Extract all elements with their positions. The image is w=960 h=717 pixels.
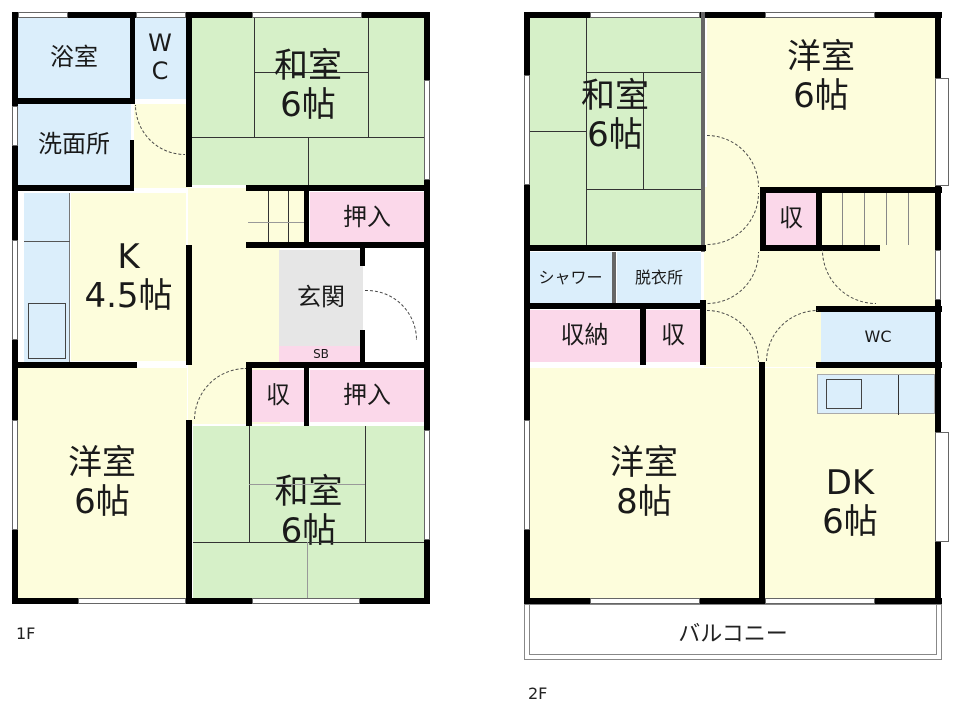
- room-youshitsu-2f-bottom: 洋室 8帖: [529, 368, 759, 598]
- room-wc-2f-name: WC: [864, 326, 892, 346]
- room-washitsu-top: 和室 6帖: [192, 17, 424, 185]
- room-storage-2f: 収: [646, 310, 700, 362]
- room-washitsu-bottom-size: 6帖: [280, 511, 337, 551]
- room-storage-1f: 収: [252, 370, 304, 422]
- room-kitchen-name: K: [117, 236, 140, 277]
- room-storage-small-2f-name: 収: [779, 204, 803, 233]
- room-washitsu-2f: 和室 6帖: [529, 17, 701, 245]
- room-wc-name-2: C: [151, 57, 169, 85]
- room-shower: シャワー: [529, 252, 612, 304]
- balcony-name: バルコニー: [678, 622, 788, 647]
- room-wc: W C: [134, 17, 186, 99]
- room-oshiire-top: 押入: [310, 192, 424, 244]
- room-dressing-name: 脱衣所: [634, 267, 683, 287]
- sink-icon: [28, 303, 66, 359]
- floor-label-1f: 1F: [16, 624, 36, 643]
- room-washitsu-2f-size: 6帖: [587, 115, 643, 155]
- dk-counter: [817, 374, 935, 415]
- room-dressing: 脱衣所: [617, 252, 701, 304]
- room-washroom-name: 洗面所: [38, 130, 110, 159]
- room-youshitsu-2f-bottom-name: 洋室: [610, 442, 678, 483]
- room-youshitsu-2f-bottom-size: 8帖: [616, 482, 672, 522]
- room-wc-name-1: W: [148, 29, 172, 58]
- room-closet-2f-name: 収納: [560, 321, 609, 350]
- room-oshiire-top-name: 押入: [343, 203, 391, 232]
- stove-icon: [826, 379, 862, 409]
- room-kitchen-size: 4.5帖: [84, 276, 173, 316]
- floor-label-2f: 2F: [528, 684, 548, 703]
- room-youshitsu-1f-name: 洋室: [68, 442, 136, 483]
- room-bath-name: 浴室: [50, 43, 98, 72]
- room-storage-1f-name: 収: [266, 381, 290, 410]
- room-washitsu-bottom-name: 和室: [274, 471, 343, 512]
- room-genkan-name: 玄関: [297, 283, 345, 312]
- room-youshitsu-1f: 洋室 6帖: [17, 368, 187, 598]
- room-washitsu-2f-name: 和室: [581, 75, 649, 116]
- room-genkan: 玄関: [279, 250, 363, 346]
- room-wc-2f: WC: [821, 311, 935, 363]
- room-shoe-box-name: SB: [313, 347, 329, 362]
- room-oshiire-bottom-name: 押入: [343, 381, 391, 410]
- room-closet-2f: 収納: [529, 310, 640, 362]
- room-oshiire-bottom: 押入: [310, 370, 424, 422]
- room-storage-2f-name: 収: [661, 321, 685, 350]
- room-washitsu-top-name: 和室: [274, 45, 342, 86]
- room-washitsu-top-size: 6帖: [280, 85, 336, 125]
- stairs-1f: [248, 190, 306, 242]
- room-kitchen: K 4.5帖: [71, 193, 186, 361]
- kitchen-counter: [24, 193, 70, 363]
- floor-plan-1f: 浴室 W C 洗面所 和室 6帖 押入 K 4.5帖 玄: [0, 0, 440, 660]
- room-dk-size: 6帖: [822, 502, 878, 542]
- room-dk: DK 6帖: [765, 368, 935, 598]
- stairs-2f: [822, 193, 936, 245]
- room-youshitsu-2f-top-size: 6帖: [793, 76, 849, 116]
- room-youshitsu-1f-size: 6帖: [74, 482, 130, 522]
- room-washitsu-bottom: 和室 6帖: [193, 426, 424, 598]
- room-shoe-box: SB: [279, 346, 363, 364]
- room-dk-name: DK: [825, 462, 875, 503]
- room-bath: 浴室: [17, 17, 131, 99]
- room-storage-small-2f: 収: [765, 193, 817, 245]
- room-washroom: 洗面所: [17, 104, 131, 186]
- room-shower-name: シャワー: [538, 267, 603, 287]
- balcony: バルコニー: [524, 604, 942, 660]
- room-youshitsu-2f-top-name: 洋室: [787, 36, 855, 77]
